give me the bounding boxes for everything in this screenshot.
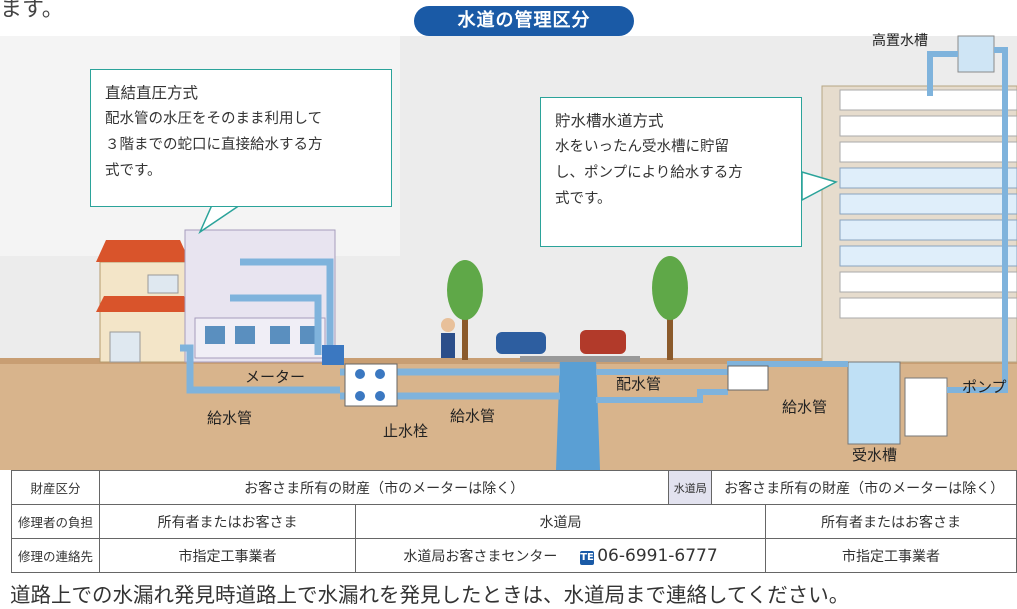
callout-tank-line: 式です。 [555, 191, 612, 207]
management-table: 財産区分 お客さま所有の財産（市のメーターは除く） 水道局 お客さま所有の財産（… [11, 470, 1017, 573]
table-cell: 市指定工事業者 [765, 538, 1017, 573]
main-pipe-label: 配水管 [616, 375, 662, 393]
table-cell: 所有者またはお客さま [99, 504, 356, 539]
table-cell: お客さま所有の財産（市のメーターは除く） [98, 470, 670, 505]
callout-direct-line: 式です。 [105, 163, 162, 179]
contact-center-cell: 水道局お客さまセンター TEL06-6991-6777 [355, 538, 766, 573]
stop-valve-label: 止水栓 [383, 422, 429, 440]
table-cell: 水道局 [668, 470, 713, 505]
table-cell: 水道局 [355, 504, 766, 539]
phone-icon: TEL [580, 550, 601, 565]
callout-direct-pressure: 直結直圧方式 配水管の水圧をそのまま利用して ３階までの蛇口に直接給水する方 式… [90, 69, 392, 207]
callout-tank-line: 水をいったん受水槽に貯留 [555, 139, 729, 155]
supply-pipe-label-right: 給水管 [782, 398, 828, 416]
table-row: 財産区分 お客さま所有の財産（市のメーターは除く） 水道局 お客さま所有の財産（… [11, 470, 1017, 505]
supply-pipe-label-left: 給水管 [207, 409, 253, 427]
callout-tank-title: 貯水槽水道方式 [555, 112, 664, 130]
contact-center-label: 水道局お客さまセンター [403, 548, 558, 565]
street-scene [441, 256, 688, 360]
right-supply-pipes [596, 47, 1008, 403]
table-cell: 市指定工事業者 [99, 538, 356, 573]
meter-box [344, 363, 398, 407]
phone-number: 06-6991-6777 [597, 545, 718, 566]
table-header-cell: 財産区分 [11, 470, 100, 505]
callout-direct-title: 直結直圧方式 [105, 84, 199, 102]
main-pipe-shaft [556, 358, 600, 470]
table-header-cell: 修理の連絡先 [11, 538, 100, 573]
diagram-title: 水道の管理区分 [414, 6, 634, 36]
table-row: 修理の連絡先 市指定工事業者 水道局お客さまセンター TEL06-6991-67… [11, 538, 1017, 573]
table-cell: お客さま所有の財産（市のメーターは除く） [711, 470, 1017, 505]
callout-tank-line: し、ポンプにより給水する方 [555, 165, 743, 181]
table-row: 修理者の負担 所有者またはお客さま 水道局 所有者またはお客さま [11, 504, 1017, 539]
table-cell: 所有者またはお客さま [765, 504, 1017, 539]
table-header-cell: 修理者の負担 [11, 504, 100, 539]
supply-pipe-label-mid: 給水管 [450, 407, 496, 425]
meter-label: メーター [245, 368, 306, 386]
pump-shape [904, 377, 948, 437]
receiving-tank-shape [847, 361, 901, 445]
receiving-tank-label: 受水槽 [852, 446, 898, 464]
elevated-tank-label: 高置水槽 [872, 33, 928, 49]
callout-storage-tank: 貯水槽水道方式 水をいったん受水槽に貯留 し、ポンプにより給水する方 式です。 [540, 97, 802, 247]
bottom-note: 道路上での水漏れ発見時道路上で水漏れを発見したときは、水道局まで連絡してください… [10, 583, 850, 607]
top-partial-text: ます。 [0, 0, 64, 22]
callout-direct-line: 配水管の水圧をそのまま利用して [105, 111, 323, 127]
pump-label: ポンプ [962, 378, 1007, 396]
tall-building [821, 35, 1017, 445]
callout-direct-line: ３階までの蛇口に直接給水する方 [105, 137, 323, 153]
house-building [96, 240, 192, 363]
